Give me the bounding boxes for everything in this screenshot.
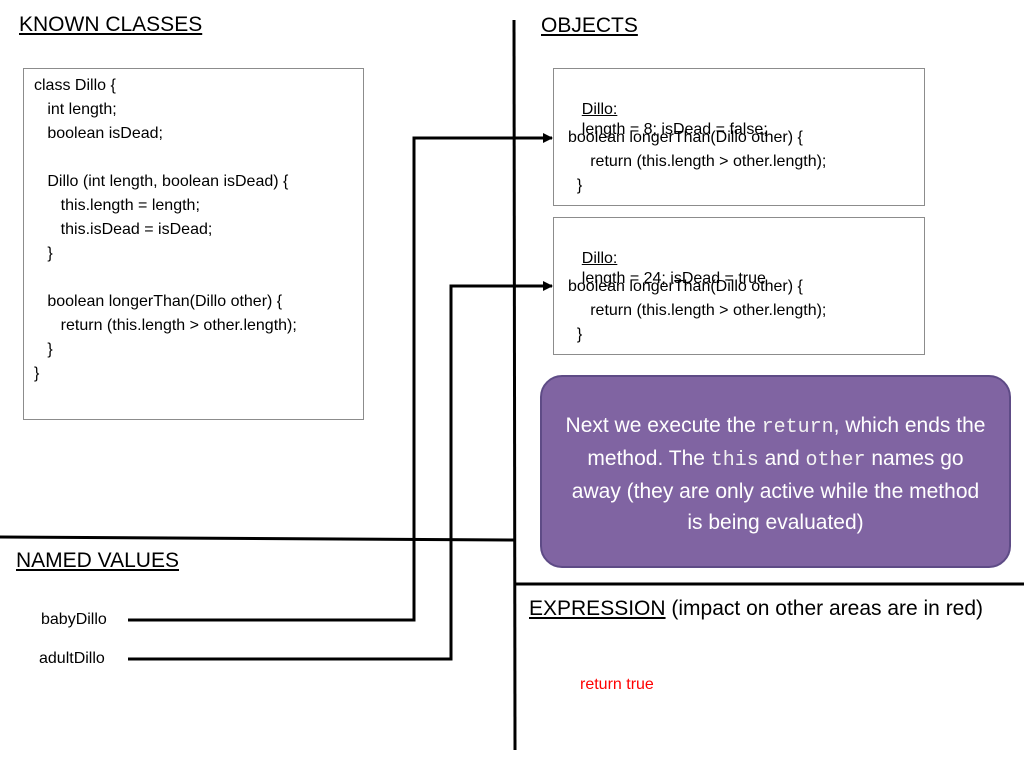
class-code-line: }: [34, 365, 40, 382]
named-values-heading: NAMED VALUES: [16, 549, 179, 572]
named-value-adultdillo: adultDillo: [39, 650, 105, 667]
class-definition-box: class Dillo { int length; boolean isDead…: [23, 68, 364, 420]
object-method-line: boolean longerThan(Dillo other) {: [568, 278, 803, 295]
class-code-line: class Dillo {: [34, 77, 116, 94]
class-code-line: }: [34, 245, 53, 262]
object-method-line: }: [568, 177, 583, 194]
object-fields: length = 24; isDead = true: [581, 270, 766, 287]
adultdillo-reference-arrow: [128, 281, 553, 661]
object-method-line: boolean longerThan(Dillo other) {: [568, 129, 803, 146]
callout-text: names go away (they are only active whil…: [571, 447, 980, 534]
class-code-line: int length;: [34, 101, 117, 118]
explanation-callout: Next we execute the return, which ends t…: [540, 375, 1011, 568]
objects-heading: OBJECTS: [541, 14, 638, 37]
callout-code-this: this: [710, 449, 759, 472]
named-value-babydillo: babyDillo: [41, 611, 107, 628]
object-box-2: Dillo: length = 24; isDead = true boolea…: [553, 217, 925, 355]
object-header: Dillo: length = 24; isDead = true: [564, 229, 766, 309]
class-code-line: return (this.length > other.length);: [34, 317, 297, 334]
object-method-line: }: [568, 326, 583, 343]
expression-result: return true: [580, 676, 654, 693]
class-code-line: this.isDead = isDead;: [34, 221, 213, 238]
object-box-1: Dillo: length = 8; isDead = false; boole…: [553, 68, 925, 206]
class-code-line: boolean longerThan(Dillo other) {: [34, 293, 283, 310]
callout-code-other: other: [805, 449, 866, 472]
callout-text: and: [758, 447, 806, 470]
object-method-line: return (this.length > other.length);: [568, 153, 827, 170]
object-type-label: Dillo:: [581, 250, 618, 267]
class-code-line: boolean isDead;: [34, 125, 163, 142]
object-fields: length = 8; isDead = false;: [581, 121, 768, 138]
expression-heading-row: EXPRESSION (impact on other areas are in…: [529, 597, 983, 621]
object-type-label: Dillo:: [581, 101, 618, 118]
callout-text: , which ends the method. The: [587, 414, 986, 470]
class-code-line: this.length = length;: [34, 197, 200, 214]
babydillo-reference-arrow: [128, 133, 553, 622]
callout-code-return: return: [761, 416, 834, 439]
expression-note: (impact on other areas are in red): [671, 597, 984, 620]
vertical-divider: [512, 19, 517, 751]
known-classes-heading: KNOWN CLASSES: [19, 13, 203, 36]
callout-text: Next we execute the: [565, 414, 762, 437]
expression-heading: EXPRESSION: [529, 597, 666, 620]
object-method-line: return (this.length > other.length);: [568, 302, 827, 319]
class-code-line: }: [34, 341, 53, 358]
class-code-line: Dillo (int length, boolean isDead) {: [34, 173, 289, 190]
left-horizontal-divider: [0, 535, 515, 542]
object-header: Dillo: length = 8; isDead = false;: [564, 80, 768, 160]
